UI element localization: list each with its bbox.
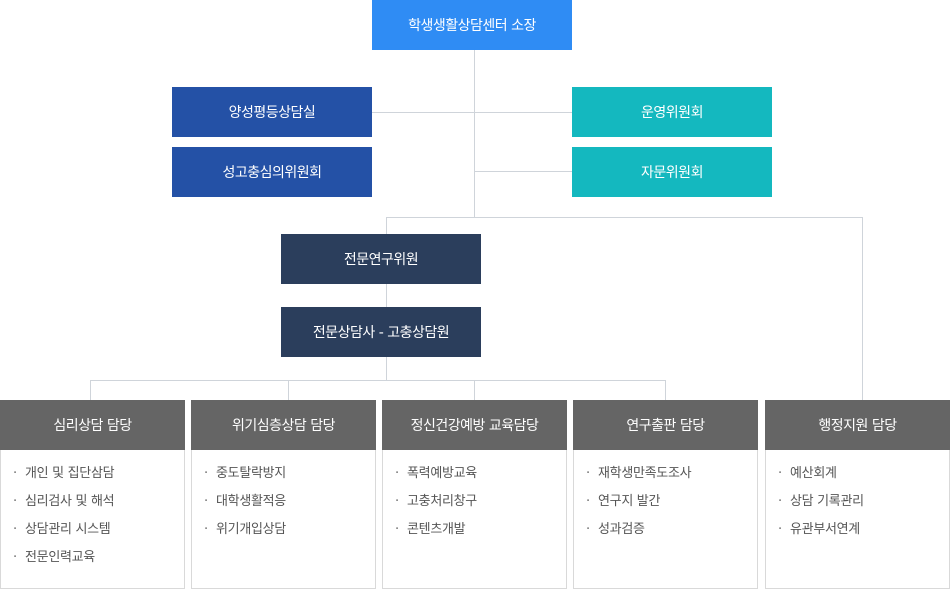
- list-item: 상담관리 시스템: [13, 516, 184, 544]
- connector-line: [386, 284, 387, 307]
- dept-research-publication-list: 재학생만족도조사 연구지 발간 성과검증: [573, 450, 758, 589]
- dept-administrative-support-list: 예산회계 상담 기록관리 유관부서연계: [765, 450, 950, 589]
- connector-line: [90, 380, 666, 381]
- director-node: 학생생활상담센터 소장: [372, 0, 572, 50]
- list-item: 콘텐츠개발: [395, 516, 566, 544]
- list-item: 전문인력교육: [13, 544, 184, 572]
- connector-line: [372, 112, 572, 113]
- connector-line: [386, 217, 863, 218]
- dept-administrative-support-header: 행정지원 담당: [765, 400, 950, 450]
- list-item: 상담 기록관리: [778, 488, 949, 516]
- list-item: 재학생만족도조사: [586, 460, 757, 488]
- list-item: 연구지 발간: [586, 488, 757, 516]
- dept-mental-health-education-header: 정신건강예방 교육담당: [382, 400, 567, 450]
- dept-mental-health-education-list: 폭력예방교육 고충처리창구 콘텐츠개발: [382, 450, 567, 589]
- list-item: 심리검사 및 해석: [13, 488, 184, 516]
- connector-line: [386, 357, 387, 380]
- list-item: 위기개입상담: [204, 516, 375, 544]
- list-item: 폭력예방교육: [395, 460, 566, 488]
- gender-equality-office-node: 양성평등상담실: [172, 87, 372, 137]
- list-item: 예산회계: [778, 460, 949, 488]
- list-item: 성과검증: [586, 516, 757, 544]
- harassment-committee-node: 성고충심의위원회: [172, 147, 372, 197]
- dept-crisis-counseling-list: 중도탈락방지 대학생활적응 위기개입상담: [191, 450, 376, 589]
- dept-psychological-counseling-list: 개인 및 집단삼담 심리검사 및 해석 상담관리 시스템 전문인력교육: [0, 450, 185, 589]
- connector-line: [862, 217, 863, 400]
- dept-psychological-counseling-header: 심리상담 담당: [0, 400, 185, 450]
- list-item: 고충처리창구: [395, 488, 566, 516]
- dept-crisis-counseling-header: 위기심층상담 담당: [191, 400, 376, 450]
- list-item: 중도탈락방지: [204, 460, 375, 488]
- dept-research-publication-header: 연구출판 담당: [573, 400, 758, 450]
- connector-line: [665, 380, 666, 400]
- connector-line: [475, 171, 572, 172]
- connector-line: [90, 380, 91, 400]
- connector-line: [474, 380, 475, 400]
- steering-committee-node: 운영위원회: [572, 87, 772, 137]
- list-item: 대학생활적응: [204, 488, 375, 516]
- connector-line: [386, 217, 387, 234]
- research-fellow-node: 전문연구위원: [281, 234, 481, 284]
- list-item: 유관부서연계: [778, 516, 949, 544]
- connector-line: [474, 50, 475, 218]
- counselor-node: 전문상담사 - 고충상담원: [281, 307, 481, 357]
- list-item: 개인 및 집단삼담: [13, 460, 184, 488]
- advisory-committee-node: 자문위원회: [572, 147, 772, 197]
- connector-line: [288, 380, 289, 400]
